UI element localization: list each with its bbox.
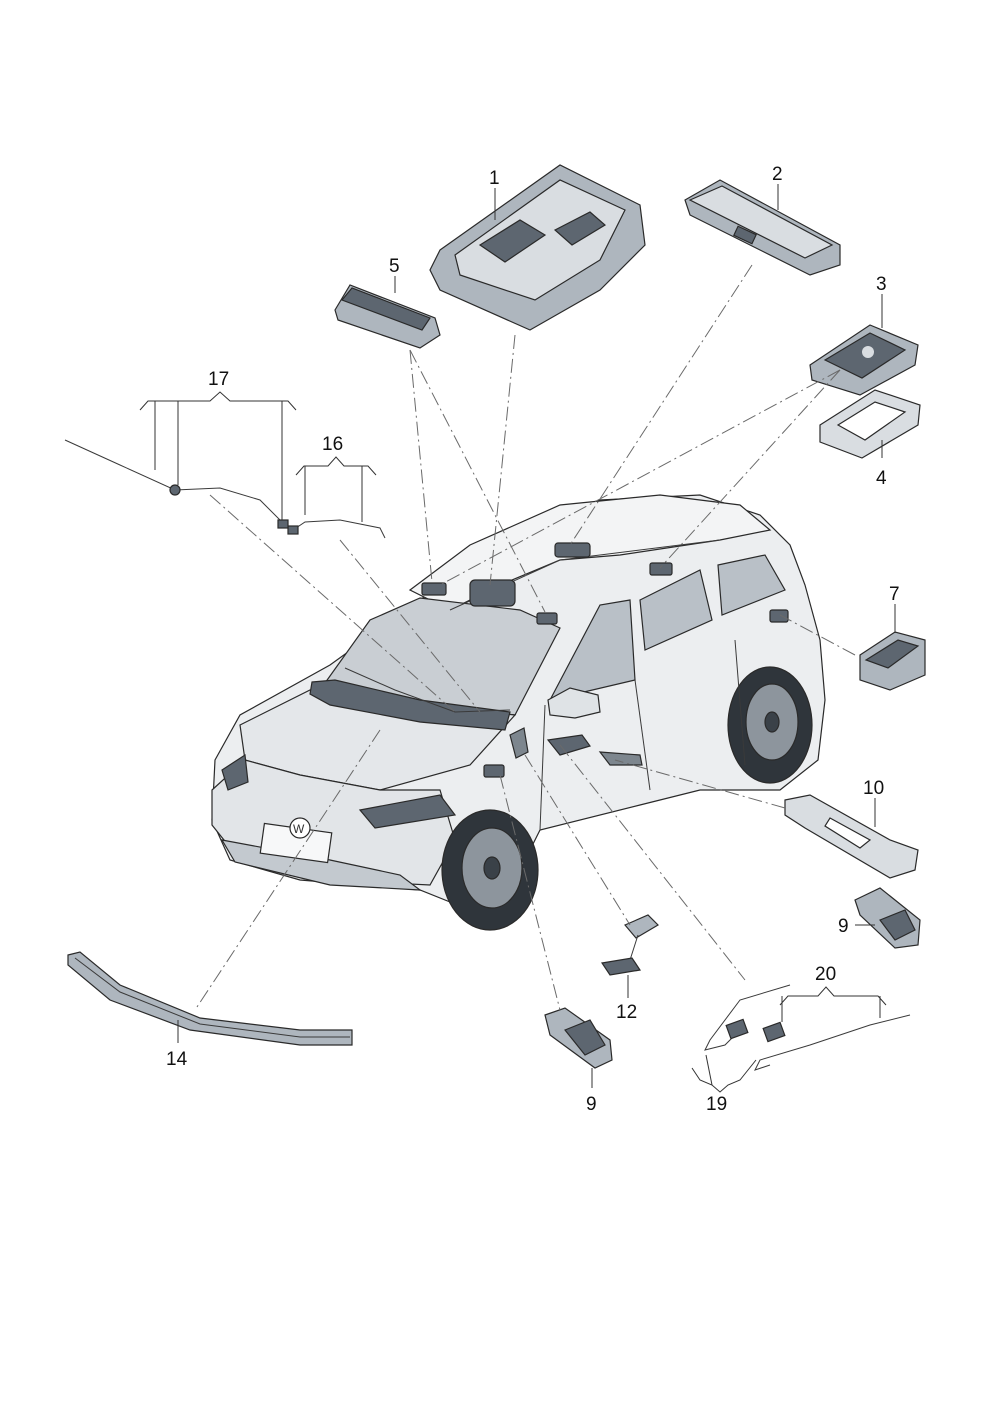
callout-10: 10 [863, 778, 884, 799]
part-9-lamp-bottom [544, 1007, 613, 1069]
callout-5: 5 [389, 256, 400, 277]
callout-4: 4 [876, 468, 887, 489]
callout-14: 14 [166, 1049, 188, 1070]
vehicle-illustration: W [211, 494, 826, 931]
part-19-wiring-harness [704, 984, 791, 1051]
part-17-wiring-harness [64, 439, 289, 529]
callout-9-right: 9 [838, 916, 849, 937]
part-12-connector [600, 914, 659, 976]
reference-lines [194, 264, 856, 1011]
part-10-bracket [784, 794, 919, 879]
callout-16: 16 [322, 434, 343, 455]
callout-2: 2 [772, 164, 783, 185]
part-5-reading-lamp [334, 284, 441, 349]
part-20-wiring-harness [754, 1014, 911, 1071]
part-1-roof-module [429, 164, 646, 331]
callout-1: 1 [489, 168, 500, 189]
part-9-lamp-right [854, 887, 921, 949]
callout-19: 19 [706, 1094, 727, 1115]
part-2-interior-light [684, 179, 841, 276]
svg-text:W: W [293, 822, 305, 836]
part-3-switch-module [809, 324, 919, 396]
callout-labels: 1 2 3 4 5 7 9 9 10 12 14 16 17 19 20 [166, 164, 900, 1115]
part-4-frame [819, 389, 921, 459]
part-7-socket [859, 631, 926, 691]
callout-9-bottom: 9 [586, 1094, 597, 1115]
callout-12: 12 [616, 1002, 637, 1023]
part-16-wiring-harness [287, 519, 386, 539]
part-14-trim-strip [67, 951, 353, 1046]
callout-20: 20 [815, 964, 836, 985]
callout-leaders [139, 184, 896, 1093]
callout-7: 7 [889, 584, 900, 605]
callout-3: 3 [876, 274, 887, 295]
callout-17: 17 [208, 369, 229, 390]
